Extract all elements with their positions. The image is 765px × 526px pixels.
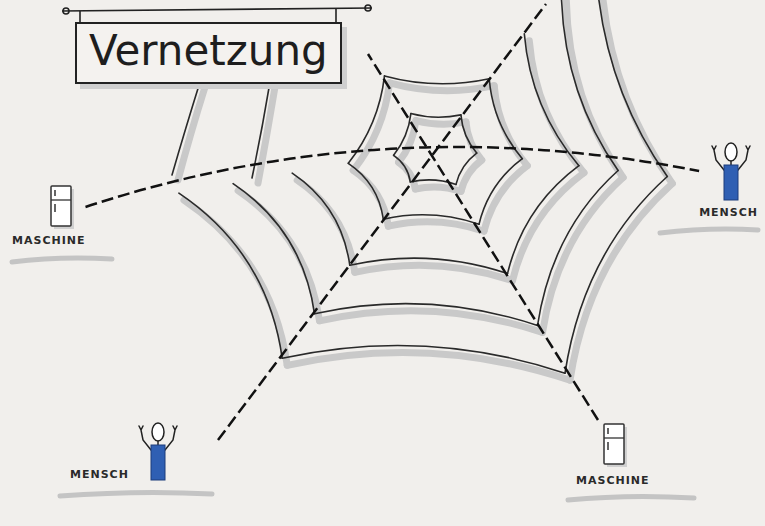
web-ring — [595, 0, 667, 176]
web-ring — [348, 163, 383, 219]
person-figure: MENSCH — [70, 420, 181, 482]
title-banner: Vernetzung — [75, 22, 342, 84]
web-ring-shadow — [287, 352, 570, 380]
web-ring — [315, 304, 538, 326]
web-ring-shadow — [184, 200, 287, 365]
web-ring — [524, 34, 579, 166]
web-ring-shadow — [320, 311, 543, 333]
person-icon — [135, 420, 181, 482]
person-head — [725, 143, 737, 161]
thread-shadow — [178, 87, 205, 180]
banner-loop — [63, 8, 69, 14]
web-ring — [383, 215, 479, 224]
web-ring-shadow — [570, 184, 672, 381]
web-ring — [233, 184, 314, 314]
fridge-icon — [49, 184, 75, 230]
web-ring — [292, 173, 350, 265]
figure-label: MENSCH — [70, 468, 129, 482]
web-ring — [479, 159, 522, 225]
ground-shadow — [660, 229, 758, 233]
banner-line — [62, 8, 372, 11]
machine-figure: MASCHINE — [12, 184, 85, 248]
web-ring-shadow — [566, 0, 623, 178]
web-ring — [456, 153, 477, 184]
machine-figure: MASCHINE — [576, 422, 649, 488]
web-ring — [538, 171, 619, 326]
web-ring-shadow — [238, 191, 319, 321]
person-icon — [708, 140, 754, 202]
fridge-line — [51, 199, 71, 200]
web-ring — [411, 114, 461, 118]
web-ring-shadow — [388, 222, 484, 231]
dashed-connection — [86, 147, 700, 207]
web-ring-shadow — [297, 180, 355, 272]
dashed-spoke — [368, 54, 598, 420]
ground-shadow — [568, 496, 694, 500]
person-body — [151, 445, 165, 480]
fridge-body — [51, 186, 71, 226]
web-ring-shadow — [513, 173, 584, 281]
person-neck — [730, 161, 732, 165]
web-ring — [394, 155, 411, 182]
fridge-line — [604, 437, 624, 438]
person-body — [724, 165, 738, 200]
fridge-handle — [55, 190, 57, 212]
person-head — [152, 423, 164, 441]
fridge-body — [604, 424, 624, 464]
web-ring-shadow — [484, 166, 527, 232]
fridge-icon — [602, 422, 628, 468]
web-ring — [508, 166, 579, 274]
ground-shadows — [12, 229, 758, 500]
ground-shadow — [60, 492, 212, 496]
ground-shadow — [12, 258, 112, 262]
web-thread — [172, 82, 200, 175]
banner-loop — [365, 5, 371, 11]
web-ring — [282, 345, 565, 373]
figure-label: MENSCH — [699, 206, 758, 220]
web-ring-shadow — [494, 86, 527, 166]
fridge-handle — [607, 428, 609, 450]
web-ring — [350, 258, 508, 273]
figure-label: MASCHINE — [12, 234, 85, 248]
figure-label: MASCHINE — [576, 474, 649, 488]
web-ring — [565, 177, 667, 374]
person-figure: MENSCH — [699, 140, 758, 220]
web-ring — [179, 193, 282, 358]
web-ring — [385, 76, 490, 84]
hanging-threads — [172, 82, 275, 183]
person-neck — [157, 441, 159, 445]
web-ring — [561, 0, 618, 171]
web-ring-shadow — [399, 162, 416, 189]
